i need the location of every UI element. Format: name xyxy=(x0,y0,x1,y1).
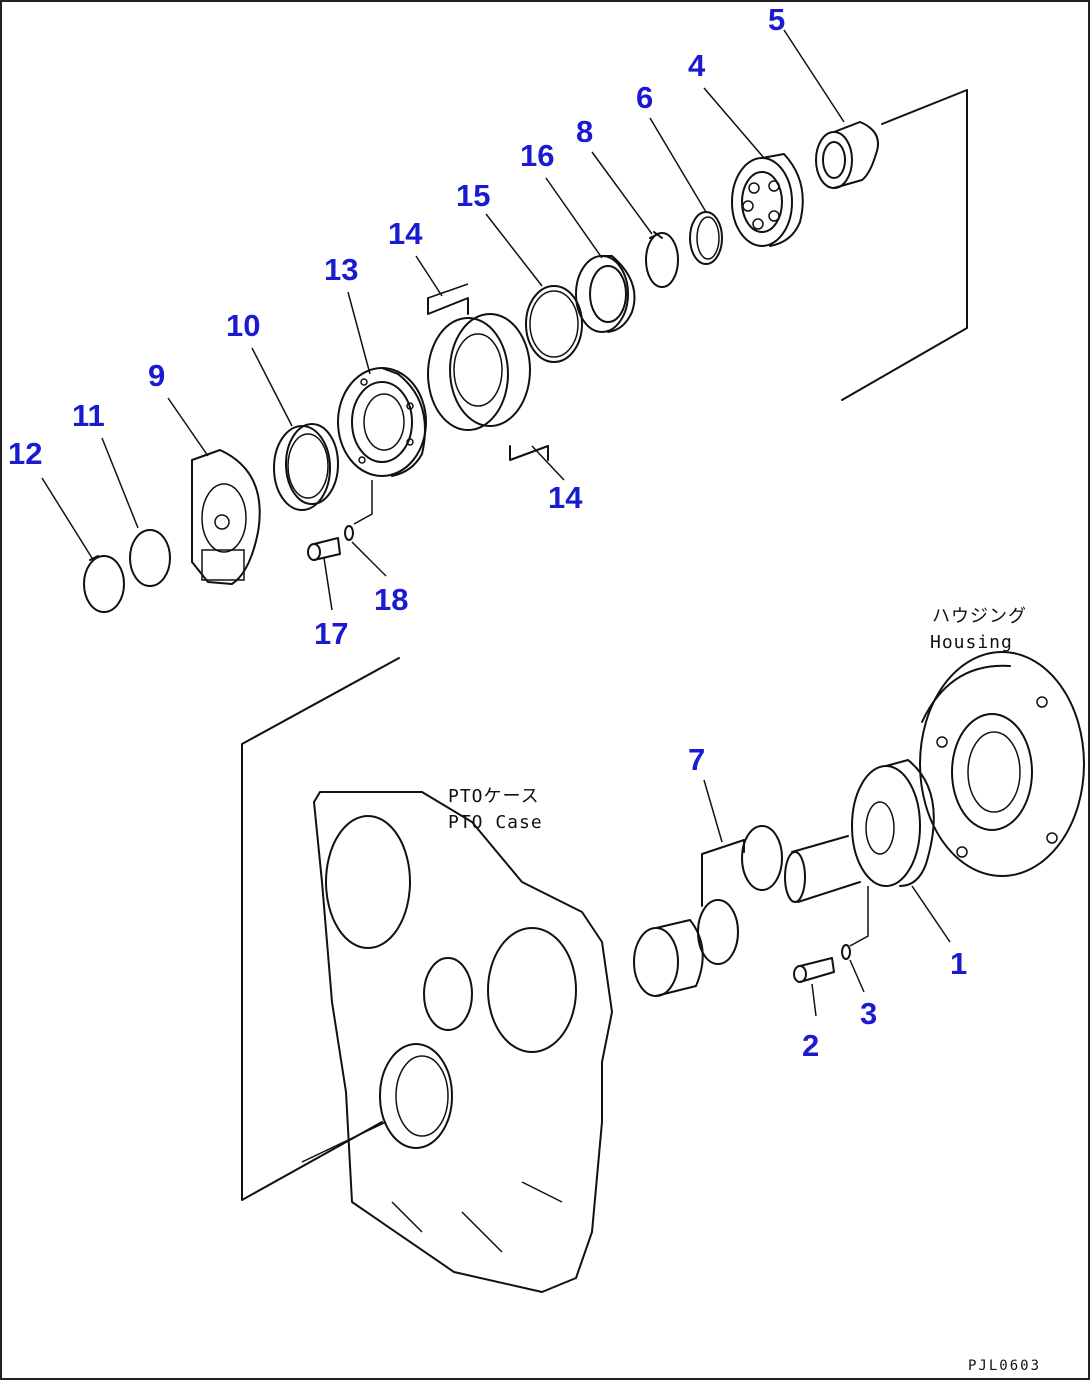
callout-7: 7 xyxy=(688,742,705,777)
housing xyxy=(919,651,1085,877)
part-15-o-ring xyxy=(525,285,583,363)
housing-label-en: Housing xyxy=(930,632,1013,653)
callout-8: 8 xyxy=(576,114,593,149)
part-8-snap-ring xyxy=(645,231,679,288)
part-1-gear-shaft xyxy=(784,759,935,903)
callout-4: 4 xyxy=(688,48,706,83)
pto-case-label-jp: PTOケース xyxy=(448,786,540,807)
callout-12: 12 xyxy=(8,436,42,471)
callout-6: 6 xyxy=(636,80,653,115)
upper-bracket xyxy=(841,89,968,401)
housing-label-jp: ハウジング xyxy=(932,606,1027,627)
part-7-rings xyxy=(697,825,783,965)
part-12-snap-ring xyxy=(83,555,125,613)
pto-case xyxy=(313,791,613,1293)
callout-16: 16 xyxy=(520,138,554,173)
part-2-3-bolt-washer xyxy=(793,886,869,983)
part-16-seal xyxy=(575,255,636,333)
part-17-18-bolt-washer xyxy=(307,480,373,561)
callout-18: 18 xyxy=(374,582,408,617)
callout-5: 5 xyxy=(768,2,785,37)
callout-9: 9 xyxy=(148,358,165,393)
part-4-bearing xyxy=(731,153,804,247)
callout-10: 10 xyxy=(226,308,260,343)
part-14-shims xyxy=(427,283,549,461)
part-10-ring xyxy=(273,423,339,511)
callout-13: 13 xyxy=(324,252,358,287)
callout-3: 3 xyxy=(860,996,877,1031)
part-13-retainer xyxy=(337,367,427,477)
callout-1: 1 xyxy=(950,946,967,981)
lower-bracket xyxy=(241,657,400,1201)
callout-14-lower: 14 xyxy=(548,480,583,515)
callout-11: 11 xyxy=(72,398,105,433)
callout-2: 2 xyxy=(802,1028,819,1063)
part-6-ring xyxy=(689,211,723,265)
drawing-code: PJL0603 xyxy=(968,1358,1041,1374)
bearing-cup xyxy=(633,919,704,997)
callout-14-upper: 14 xyxy=(388,216,423,251)
callouts: 1 2 3 4 5 6 7 8 9 10 11 12 13 14 14 15 1… xyxy=(8,2,967,1063)
callout-15: 15 xyxy=(456,178,490,213)
part-labels: ハウジング Housing PTOケース PTO Case PJL0603 xyxy=(448,606,1041,1374)
leader-lines xyxy=(41,29,951,1163)
part-9-cover xyxy=(191,449,261,585)
part-11-ring xyxy=(129,529,171,587)
pto-case-label-en: PTO Case xyxy=(448,812,543,833)
callout-17: 17 xyxy=(314,616,348,651)
part-5-bushing xyxy=(815,121,879,189)
